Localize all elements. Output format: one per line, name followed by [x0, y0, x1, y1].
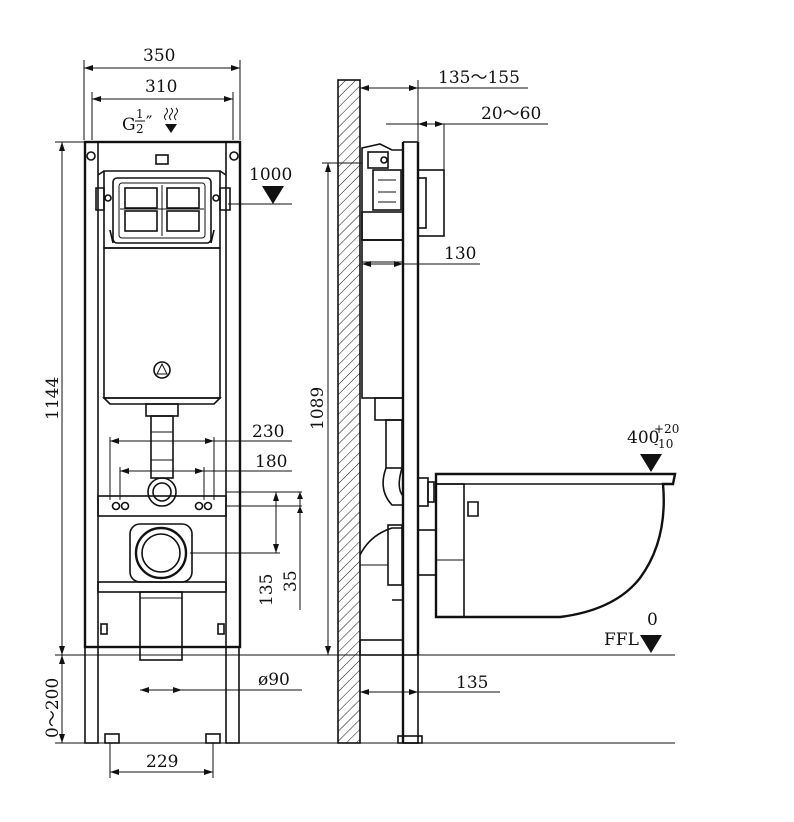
flush-outlet: [147, 477, 177, 507]
floor-value: 0: [647, 610, 658, 630]
inlet-denominator: 2: [136, 122, 144, 136]
flush-plate: [417, 169, 445, 237]
toilet-bowl: [434, 472, 677, 619]
leg-right: [225, 646, 240, 744]
side-view: 135～155 20～60 130 1089 400 +20 -10 0 FFL…: [308, 68, 679, 744]
inlet-suffix: ″: [146, 113, 152, 133]
drain-outlet: [134, 526, 188, 580]
dim-overall-width: 350: [143, 46, 175, 66]
dim-drain-diameter: ø90: [258, 670, 290, 690]
dim-lower-b: 35: [281, 570, 301, 592]
leg-left: [84, 646, 99, 744]
front-view: 350 310 G 1 2 ″ 1000 1144 230: [43, 46, 303, 778]
dim-total-height: 1144: [43, 377, 63, 420]
dim-inner-width: 310: [145, 77, 177, 97]
dim-frame-height: 1089: [308, 387, 328, 430]
dim-plate-depth: 20～60: [481, 104, 541, 124]
dim-seat-tol-minus: -10: [654, 437, 673, 451]
dim-cistern-depth: 130: [444, 244, 476, 264]
dim-foot-spacing: 229: [146, 752, 178, 772]
dim-leg-adjust: 0～200: [43, 678, 63, 738]
inlet-numerator: 1: [136, 107, 144, 121]
cistern-body: [103, 247, 221, 399]
dim-bolt-spacing-inner: 180: [255, 452, 287, 472]
flush-plate-opening: [112, 177, 212, 244]
ffl-marker-icon: [640, 635, 662, 653]
water-symbol-icon: [164, 107, 178, 133]
wall-section: [337, 79, 361, 744]
floor-label: FFL: [604, 630, 639, 650]
level-marker-icon: [262, 186, 284, 204]
dim-tank-height: 1000: [249, 165, 292, 185]
dim-seat-height: 400: [627, 428, 659, 448]
dim-wall-gap: 135～155: [438, 68, 520, 88]
inlet-prefix: G: [122, 115, 136, 135]
dim-lower-a: 135: [257, 574, 277, 606]
dim-pipe-offset: 135: [456, 673, 488, 693]
dim-seat-tol-plus: +20: [654, 422, 679, 436]
mounting-hole-right: [229, 151, 239, 161]
brand-logo: [153, 361, 171, 379]
mounting-hole-left: [86, 151, 96, 161]
frame-outer: [83, 140, 242, 649]
dim-bolt-spacing-outer: 230: [252, 422, 284, 442]
seat-level-marker-icon: [640, 454, 662, 472]
